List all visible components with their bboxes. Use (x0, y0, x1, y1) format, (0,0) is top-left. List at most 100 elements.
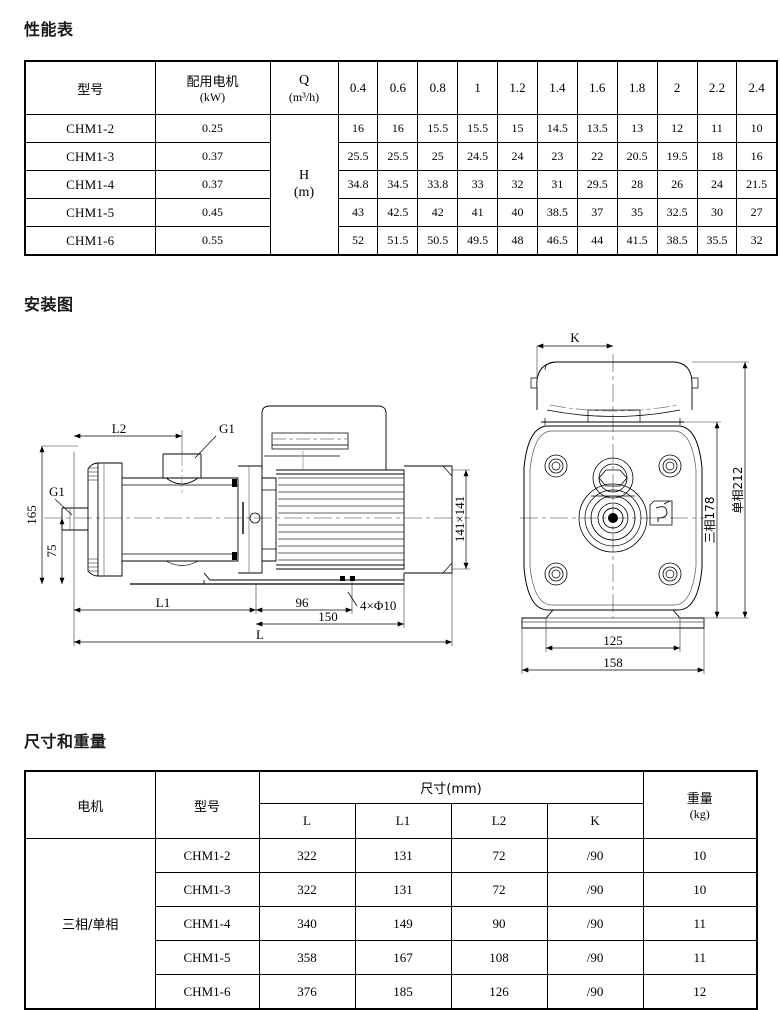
dim-label-G1-left: G1 (49, 484, 65, 499)
table-subheader-row: L L1 L2 K (25, 803, 757, 839)
header-weight-unit: (kg) (689, 807, 710, 821)
head-cell: 26 (656, 170, 698, 199)
head-cell: 41.5 (616, 226, 658, 256)
head-cell: 16 (377, 114, 419, 143)
table-row: CHM1-5 358 167 108 /90 11 (25, 940, 758, 975)
cell-model: CHM1-6 (154, 974, 260, 1010)
head-cell: 31 (536, 170, 578, 199)
row-power: 0.25 (154, 114, 271, 143)
table-row: CHM1-2 0.25 H (m) 16 16 15.5 15.5 15 14.… (24, 114, 778, 256)
dim-label-single-phase: 单相212 (731, 467, 745, 514)
head-cell: 23 (536, 142, 578, 171)
table-row: 三相/单相 CHM1-2 322 131 72 /90 10 (24, 838, 758, 1010)
dim-label-three-phase: 三相178 (703, 497, 717, 544)
head-cell: 16 (337, 114, 379, 143)
table-row: CHM1-4 0.37 34.8 34.5 33.8 33 32 31 29.5… (24, 170, 778, 199)
head-cell: 25.5 (337, 142, 379, 171)
head-cell: 18 (696, 142, 738, 171)
cell-L: 376 (258, 974, 356, 1010)
cell-L: 322 (258, 872, 356, 907)
corner-bolts (544, 454, 682, 586)
cell-L2: 90 (450, 906, 548, 941)
head-cell: 16 (736, 142, 778, 171)
installation-drawing: L2 G1 G1 165 75 L1 96 150 L 4×Φ10 141×14… (0, 318, 780, 688)
header-model: 型号 (24, 60, 156, 115)
head-cell: 14.5 (536, 114, 578, 143)
flow-col-7: 1.8 (616, 60, 658, 115)
head-cell: 27 (736, 198, 778, 227)
dim-label-165: 165 (24, 505, 39, 525)
dim-label-bolt-callout: 4×Φ10 (360, 598, 396, 613)
head-cell: 25 (417, 142, 459, 171)
head-cell: 44 (576, 226, 618, 256)
header-size-group: 尺寸(mm) (258, 770, 644, 804)
head-cell: 52 (337, 226, 379, 256)
table-header-row: 电机 型号 尺寸(mm) 重量 (kg) (24, 770, 758, 839)
dim-label-75: 75 (44, 545, 59, 558)
header-col-L1: L1 (354, 803, 452, 839)
head-cell: 33.8 (417, 170, 459, 199)
table-row: CHM1-3 322 131 72 /90 10 (25, 872, 758, 907)
table-row: CHM1-5 0.45 43 42.5 42 41 40 38.5 37 35 … (24, 198, 778, 227)
head-cell: 35 (616, 198, 658, 227)
head-cell: 51.5 (377, 226, 419, 256)
head-cell: 20.5 (616, 142, 658, 171)
header-head-symbol: H (298, 168, 310, 184)
head-cell: 50.5 (417, 226, 459, 256)
head-cell: 42 (417, 198, 459, 227)
cell-L2: 72 (450, 872, 548, 907)
head-cell: 32.5 (656, 198, 698, 227)
cell-model: CHM1-2 (154, 838, 260, 873)
header-head: H (m) (269, 114, 339, 256)
header-head-unit: (m) (293, 184, 315, 200)
header-motor: 电机 (24, 770, 156, 839)
table-row: CHM1-3 0.37 25.5 25.5 25 24.5 24 23 22 2… (24, 142, 778, 171)
page-title-installation: 安装图 (24, 295, 74, 314)
dim-label-150: 150 (318, 609, 338, 624)
header-weight-label: 重量 (686, 792, 713, 807)
cell-L1: 167 (354, 940, 452, 975)
head-cell: 32 (497, 170, 538, 199)
row-power: 0.37 (154, 170, 271, 199)
header-motor-power-label: 配用电机 (186, 75, 239, 90)
head-cell: 22 (576, 142, 618, 171)
head-cell: 38.5 (536, 198, 578, 227)
header-motor-power: 配用电机 (kW) (154, 60, 271, 115)
head-cell: 37 (576, 198, 618, 227)
table-row: CHM1-4 340 149 90 /90 11 (25, 906, 758, 941)
head-cell: 29.5 (576, 170, 618, 199)
head-cell: 11 (696, 114, 738, 143)
dim-label-L1: L1 (156, 595, 170, 610)
cell-K: /90 (546, 906, 644, 941)
header-flow-symbol: Q (298, 72, 310, 88)
cell-weight: 12 (642, 974, 758, 1010)
cell-L1: 131 (354, 872, 452, 907)
head-cell: 34.5 (377, 170, 419, 199)
header-col-L2: L2 (450, 803, 548, 839)
cell-L1: 185 (354, 974, 452, 1010)
cell-K: /90 (546, 940, 644, 975)
flow-col-4: 1.2 (497, 60, 538, 115)
cell-L1: 131 (354, 838, 452, 873)
head-cell: 38.5 (656, 226, 698, 256)
cell-L2: 126 (450, 974, 548, 1010)
header-col-K: K (546, 803, 644, 839)
head-cell: 35.5 (696, 226, 738, 256)
head-cell: 15.5 (457, 114, 499, 143)
head-cell: 46.5 (536, 226, 578, 256)
page-title-dimensions: 尺寸和重量 (24, 732, 107, 751)
cell-motor-type: 三相/单相 (24, 838, 156, 1010)
flow-col-6: 1.6 (576, 60, 618, 115)
dim-label-96: 96 (296, 595, 310, 610)
cell-L: 340 (258, 906, 356, 941)
cell-model: CHM1-4 (154, 906, 260, 941)
table-header-row: 型号 配用电机 (kW) Q (m³/h) 0.4 0.6 0.8 1 1.2 … (24, 60, 778, 115)
dim-label-motor-square: 141×141 (452, 496, 467, 542)
flow-col-2: 0.8 (417, 60, 459, 115)
performance-table: 型号 配用电机 (kW) Q (m³/h) 0.4 0.6 0.8 1 1.2 … (24, 60, 778, 256)
page-title-performance: 性能表 (24, 20, 74, 39)
flow-col-3: 1 (457, 60, 499, 115)
dim-label-L: L (256, 627, 264, 642)
head-cell: 15.5 (417, 114, 459, 143)
